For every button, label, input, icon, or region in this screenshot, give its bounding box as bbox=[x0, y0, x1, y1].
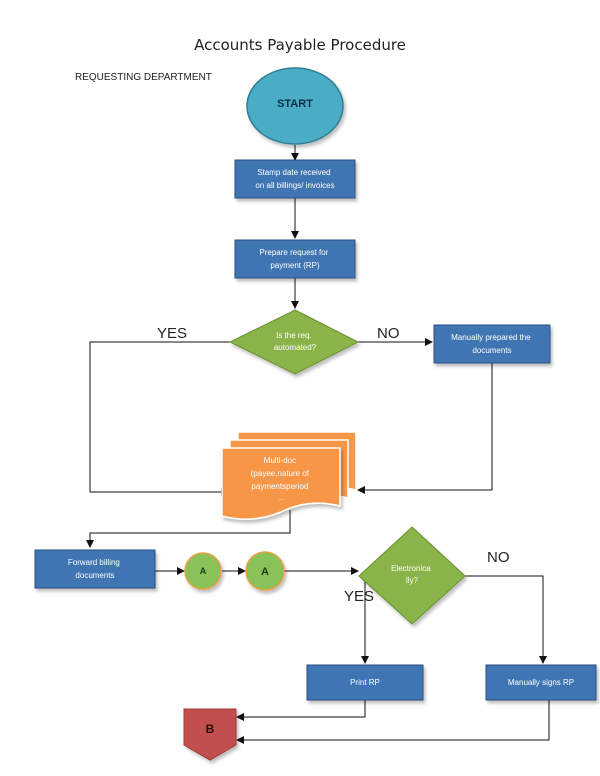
multi-doc-line-4: .. bbox=[279, 493, 283, 502]
start-ellipse bbox=[246, 67, 344, 145]
connector-a-1-label: A bbox=[200, 566, 207, 576]
process-manually-signs-rp: Manually signs RP bbox=[485, 664, 597, 701]
manually-prepared-line-1: Manually prepared the bbox=[451, 333, 531, 342]
process-print-rp: Print RP bbox=[306, 664, 424, 701]
multi-doc-line-3: paymentsperiod bbox=[251, 482, 308, 491]
stamp-date-line-2: on all billings/ invoices bbox=[255, 181, 334, 190]
manually-prepared-label: Manually prepared the documents bbox=[451, 333, 533, 355]
electronically-line-1: Electronica bbox=[391, 564, 431, 573]
arrow-no-to-manual-signs bbox=[465, 575, 547, 664]
multi-doc-label: Multi-doc (payee,nature of paymentsperio… bbox=[251, 456, 312, 502]
start-terminator: START bbox=[246, 67, 344, 145]
print-rp-box bbox=[306, 664, 424, 701]
process-manually-prepared: Manually prepared the documents bbox=[433, 324, 551, 364]
process-forward-billing: Forward billing documents bbox=[34, 549, 156, 589]
connector-a-2-label: A bbox=[261, 566, 269, 578]
multi-doc-line-2: (payee,nature of bbox=[251, 469, 310, 478]
electronically-line-2: lly? bbox=[406, 576, 419, 585]
prepare-request-label: Prepare request for payment (RP) bbox=[259, 248, 330, 270]
forward-billing-label: Forward billing documents bbox=[68, 558, 122, 580]
multi-doc-front-page bbox=[221, 447, 341, 520]
multi-document: Multi-doc (payee,nature of paymentsperio… bbox=[221, 431, 357, 520]
stamp-date-box bbox=[234, 159, 356, 199]
offpage-connector-b: B bbox=[183, 708, 237, 761]
start-label: START bbox=[277, 98, 313, 110]
prepare-request-box bbox=[234, 239, 356, 279]
electronically-diamond bbox=[358, 526, 466, 625]
manually-signs-box bbox=[485, 664, 597, 701]
decision-is-automated: Is the req. automated? bbox=[228, 309, 360, 375]
stamp-date-label: Stamp date received on all billings/ inv… bbox=[255, 168, 334, 190]
yes-label-1: YES bbox=[157, 325, 187, 342]
electronically-label: Electronica lly? bbox=[391, 564, 433, 585]
connector-a-2-circle bbox=[245, 551, 285, 591]
connector-a-1-circle bbox=[184, 552, 222, 590]
arrow-multidoc-to-forward bbox=[86, 510, 291, 548]
yes-label-2: YES bbox=[344, 588, 374, 605]
is-automated-diamond bbox=[228, 309, 360, 375]
offpage-b-shape bbox=[183, 708, 237, 761]
department-label: REQUESTING DEPARTMENT bbox=[75, 72, 212, 83]
prepare-request-line-1: Prepare request for bbox=[259, 248, 328, 257]
no-label-1: NO bbox=[377, 325, 400, 342]
forward-billing-box bbox=[34, 549, 156, 589]
decision-electronically: Electronica lly? bbox=[358, 526, 466, 625]
stamp-date-line-1: Stamp date received bbox=[257, 168, 330, 177]
prepare-request-line-2: payment (RP) bbox=[270, 261, 320, 270]
offpage-b-label: B bbox=[206, 722, 215, 736]
no-label-2: NO bbox=[487, 549, 510, 566]
is-automated-label: Is the req. automated? bbox=[274, 331, 317, 352]
forward-billing-line-2: documents bbox=[75, 571, 114, 580]
process-stamp-date: Stamp date received on all billings/ inv… bbox=[234, 159, 356, 199]
manually-prepared-line-2: documents bbox=[472, 346, 511, 355]
connector-lines bbox=[86, 145, 550, 744]
arrow-yes-to-multidoc bbox=[89, 341, 230, 496]
manually-prepared-box bbox=[433, 324, 551, 364]
is-automated-line-2: automated? bbox=[274, 343, 317, 352]
process-prepare-request: Prepare request for payment (RP) bbox=[234, 239, 356, 279]
print-rp-label: Print RP bbox=[350, 678, 380, 687]
forward-billing-line-1: Forward billing bbox=[68, 558, 120, 567]
is-automated-line-1: Is the req. bbox=[276, 331, 312, 340]
connector-a-2: A bbox=[245, 551, 285, 591]
arrow-manual-to-multidoc bbox=[357, 363, 493, 494]
manually-signs-label: Manually signs RP bbox=[508, 678, 574, 687]
connector-a-1: A bbox=[184, 552, 222, 590]
multi-doc-line-1: Multi-doc bbox=[264, 456, 296, 465]
arrow-print-to-b bbox=[236, 700, 366, 721]
page-title: Accounts Payable Procedure bbox=[194, 36, 406, 54]
arrow-manualsigns-to-b bbox=[236, 700, 550, 744]
